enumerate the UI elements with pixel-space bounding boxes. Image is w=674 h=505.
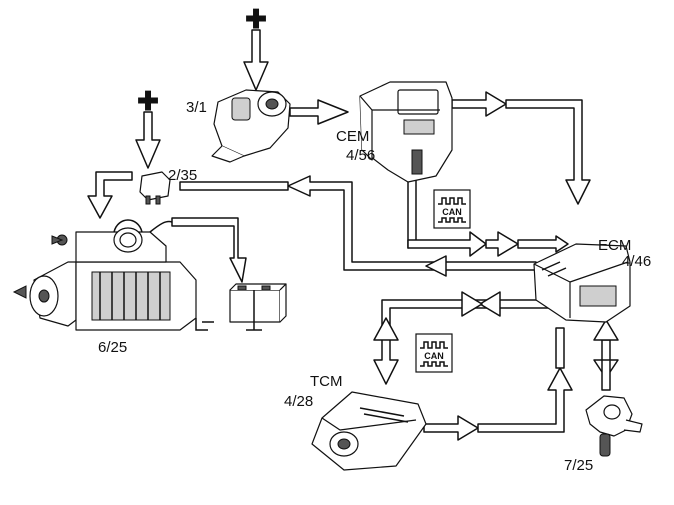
label-starter: 6/25 [98,339,127,356]
battery [229,283,287,331]
arrow-battery-feed [171,217,247,283]
cem-module [359,81,453,183]
label-sensor: 7/25 [564,457,593,474]
starter-relay [139,171,171,205]
ignition-switch [211,89,291,163]
can-badge-ecm-tcm: CAN [415,333,453,373]
tcm-module [311,391,427,471]
can-badge-label: CAN [424,351,444,361]
supply-arrow-ignition [243,29,269,91]
label-cem: CEM [336,128,369,145]
arrow-ecm-to-starter [179,175,537,277]
plus-supply-ignition-icon: ✚ [245,4,267,34]
label-cem-code: 4/56 [346,147,375,164]
label-ignition-switch: 3/1 [186,99,207,116]
plus-supply-relay-icon: ✚ [137,86,159,116]
arrow-cem-to-ecm [451,91,591,205]
arrow-ignition-to-cem [289,99,349,125]
label-tcm-code: 4/28 [284,393,313,410]
label-tcm: TCM [310,373,343,390]
ecm-module [533,243,631,323]
can-badge-label: CAN [442,207,462,217]
speed-sensor [585,395,643,457]
can-link-ecm-tcm [373,291,555,385]
arrow-relay-to-solenoid [87,171,133,219]
arrow-sensor-to-ecm [593,319,619,391]
supply-arrow-relay [135,111,161,169]
label-ecm-code: 4/46 [622,253,651,270]
label-relay: 2/35 [168,167,197,184]
can-link-cem-ecm [407,177,569,257]
can-badge-cem-ecm: CAN [433,189,471,229]
arrow-tcm-to-ecm [423,327,573,441]
starter-motor [12,219,214,331]
label-ecm: ECM [598,237,631,254]
